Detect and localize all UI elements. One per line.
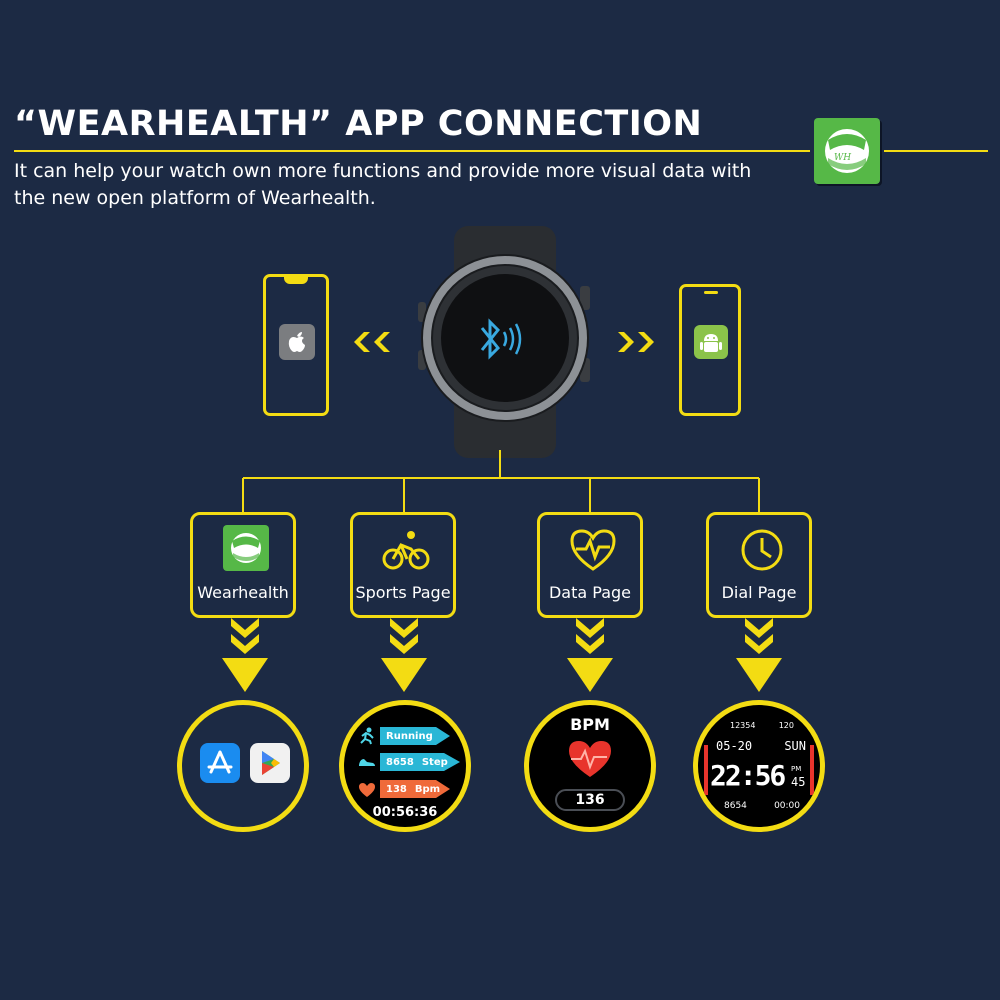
feature-label: Dial Page — [721, 583, 797, 602]
bluetooth-icon — [480, 318, 522, 360]
header-divider — [14, 150, 810, 152]
apple-icon — [279, 324, 315, 360]
bpm-value: 136 — [575, 792, 605, 808]
steps-value: 8658 — [386, 756, 414, 768]
arrow-down-icon — [381, 618, 427, 692]
feature-label: Wearhealth — [197, 583, 289, 602]
google-play-icon[interactable] — [250, 743, 290, 783]
arrow-down-icon — [736, 618, 782, 692]
phone-notch — [284, 277, 308, 284]
feature-dial-page: Dial Page — [706, 512, 812, 618]
bpm-value: 138 — [386, 783, 407, 795]
dial-page-screen: 12354 120 05-20 SUN 22:56 PM 45 8654 00:… — [693, 700, 825, 832]
sports-page-screen: Running 8658 Step 138 Bpm 00:56:36 — [339, 700, 471, 832]
heart-pulse-icon — [570, 529, 616, 571]
bpm-unit: Bpm — [414, 783, 441, 795]
steps-unit: Step — [421, 756, 448, 768]
dial-date: 05-20 — [716, 739, 753, 753]
iphone — [263, 274, 329, 416]
shoe-icon — [359, 759, 375, 766]
phone-camera — [704, 291, 718, 294]
heart-pulse-icon — [569, 741, 611, 777]
arrow-down-icon — [222, 618, 268, 692]
wearhealth-logo-icon: WH — [814, 118, 880, 184]
dial-bottom-row: 8654 00:00 — [724, 801, 800, 811]
dial-seconds: 45 — [791, 775, 806, 789]
feature-label: Data Page — [548, 583, 632, 602]
arrow-down-icon — [567, 618, 613, 692]
chevron-left-icon — [354, 332, 390, 352]
dial-steps-top: 12354 — [730, 721, 756, 730]
header-divider-right — [884, 150, 988, 152]
heart-icon — [359, 783, 375, 797]
dial-timer: 00:00 — [774, 801, 800, 811]
dial-red-bars-right — [810, 745, 814, 795]
bpm-title: BPM — [570, 715, 610, 734]
running-bar: Running — [380, 727, 450, 745]
dial-hr-top: 120 — [778, 721, 794, 730]
feature-data-page: Data Page — [537, 512, 643, 618]
steps-bar: 8658 Step — [380, 753, 460, 771]
running-label: Running — [386, 730, 433, 742]
feature-label: Sports Page — [355, 583, 451, 602]
sports-time: 00:56:36 — [372, 805, 438, 820]
wearhealth-logo-icon — [223, 525, 269, 571]
data-page-screen: BPM 136 — [524, 700, 656, 832]
page-subtitle: It can help your watch own more function… — [14, 160, 752, 209]
feature-wearhealth: Wearhealth — [190, 512, 296, 618]
android-icon — [694, 325, 728, 359]
app-store-icon[interactable] — [200, 743, 240, 783]
dial-ampm: PM — [791, 765, 802, 773]
page-title: “WEARHEALTH” APP CONNECTION — [14, 104, 703, 144]
feature-sports-page: Sports Page — [350, 512, 456, 618]
chevron-right-icon — [618, 332, 654, 352]
dial-red-bars-left — [704, 745, 708, 795]
dial-top-row: 12354 120 — [730, 721, 794, 733]
dial-weekday: SUN — [784, 739, 806, 753]
connector-lines — [242, 450, 760, 512]
android-phone — [679, 284, 741, 416]
clock-icon — [741, 529, 783, 571]
bicycle-icon — [382, 531, 430, 570]
dial-date-row: 05-20 SUN — [716, 739, 806, 753]
bpm-value-pill: 136 — [555, 789, 625, 811]
dial-time: 22:56 — [710, 759, 786, 792]
app-store-circle — [177, 700, 309, 832]
runner-icon — [360, 727, 374, 745]
bpm-bar: 138 Bpm — [380, 780, 450, 798]
dial-steps-bottom: 8654 — [724, 801, 747, 811]
logo-text: WH — [834, 153, 852, 163]
